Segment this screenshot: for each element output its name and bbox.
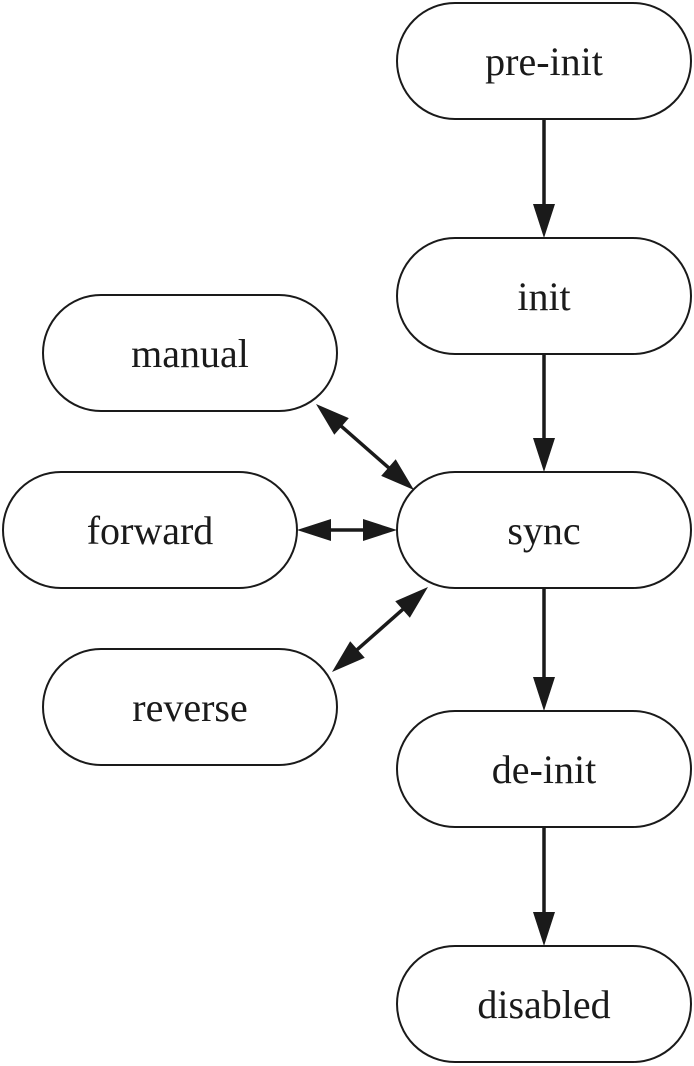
edges-layer bbox=[297, 119, 555, 946]
arrowhead-icon bbox=[297, 519, 331, 541]
state-node-label: disabled bbox=[477, 982, 610, 1027]
state-node-label: manual bbox=[131, 331, 249, 376]
state-node-manual: manual bbox=[42, 294, 338, 412]
edge-de-init-to-disabled bbox=[533, 827, 555, 946]
state-node-label: init bbox=[517, 274, 570, 319]
state-node-forward: forward bbox=[2, 471, 298, 589]
state-node-shape bbox=[396, 2, 692, 120]
state-node-init: init bbox=[396, 237, 692, 355]
state-node-reverse: reverse bbox=[42, 648, 338, 766]
state-node-shape bbox=[42, 648, 338, 766]
edge-reverse-to-sync bbox=[332, 587, 428, 672]
state-node-shape bbox=[42, 294, 338, 412]
state-node-label: forward bbox=[87, 508, 214, 553]
state-node-pre-init: pre-init bbox=[396, 2, 692, 120]
state-node-label: sync bbox=[507, 508, 580, 553]
state-node-shape bbox=[396, 471, 692, 589]
state-node-label: pre-init bbox=[485, 39, 603, 84]
state-node-disabled: disabled bbox=[396, 945, 692, 1063]
edge-forward-to-sync bbox=[297, 519, 397, 541]
arrowhead-icon bbox=[316, 404, 349, 435]
state-node-label: de-init bbox=[492, 747, 596, 792]
edge-sync-to-de-init bbox=[533, 588, 555, 711]
state-node-shape bbox=[396, 237, 692, 355]
state-node-shape bbox=[396, 710, 692, 828]
edge-pre-init-to-init bbox=[533, 119, 555, 238]
edge-line bbox=[337, 422, 393, 472]
edge-line bbox=[353, 605, 407, 654]
edge-manual-to-sync bbox=[316, 404, 414, 490]
edge-init-to-sync bbox=[533, 354, 555, 472]
arrowhead-icon bbox=[533, 912, 555, 946]
arrowhead-icon bbox=[332, 641, 365, 672]
arrowhead-icon bbox=[533, 204, 555, 238]
arrowhead-icon bbox=[395, 587, 428, 618]
arrowhead-icon bbox=[533, 677, 555, 711]
state-node-de-init: de-init bbox=[396, 710, 692, 828]
state-node-shape bbox=[2, 471, 298, 589]
state-node-shape bbox=[396, 945, 692, 1063]
state-node-label: reverse bbox=[132, 685, 247, 730]
arrowhead-icon bbox=[363, 519, 397, 541]
state-node-sync: sync bbox=[396, 471, 692, 589]
arrowhead-icon bbox=[381, 459, 414, 490]
arrowhead-icon bbox=[533, 438, 555, 472]
